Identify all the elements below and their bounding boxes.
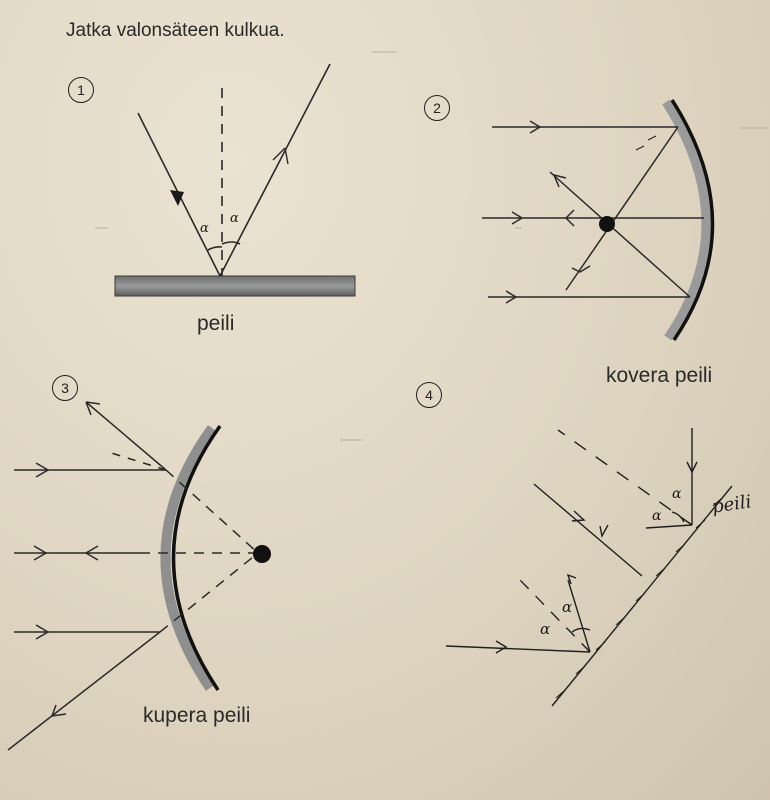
pencil-dash bbox=[647, 135, 657, 141]
arrow-icon bbox=[599, 524, 609, 539]
angle-arc-left bbox=[207, 246, 223, 251]
arrow-icon bbox=[566, 573, 577, 585]
incident-arrow-icon bbox=[170, 190, 184, 206]
arrow-icon bbox=[552, 173, 567, 188]
paper-marks bbox=[95, 51, 768, 441]
reflected-ray-up bbox=[567, 579, 591, 653]
convex-mirror-coating bbox=[160, 425, 217, 691]
plane-mirror-label: peili bbox=[197, 312, 235, 335]
dashed-back-ray bbox=[107, 451, 167, 471]
angle-alpha-right: α bbox=[230, 211, 239, 226]
diagram-2-concave-mirror bbox=[482, 99, 715, 341]
diagram-3-convex-mirror bbox=[7, 401, 271, 751]
angle-arc bbox=[571, 627, 591, 633]
arrow-icon bbox=[511, 211, 524, 225]
reflected-ray bbox=[645, 524, 693, 529]
focal-point bbox=[253, 545, 271, 563]
reflected-ray-top bbox=[565, 126, 679, 291]
arrow-icon bbox=[85, 401, 101, 416]
angle-arc-right bbox=[221, 241, 241, 245]
reflected-ray-bottom bbox=[7, 631, 161, 751]
convex-mirror-label: kupera peili bbox=[143, 704, 251, 727]
angle-arc bbox=[671, 511, 685, 523]
dashed-normal bbox=[519, 579, 591, 653]
arrow-icon bbox=[84, 545, 99, 561]
arrow-icon bbox=[51, 704, 67, 717]
mirror-hatching bbox=[555, 497, 723, 699]
task-number-1: 1 bbox=[68, 77, 94, 103]
arrow-icon bbox=[495, 640, 508, 654]
task-number-2: 2 bbox=[424, 95, 450, 121]
concave-mirror-coating bbox=[662, 99, 711, 341]
arrow-icon bbox=[571, 510, 586, 522]
reflected-ray bbox=[219, 63, 331, 277]
focal-point bbox=[599, 216, 615, 232]
dashed-normal bbox=[557, 429, 693, 526]
arrow-icon bbox=[35, 462, 50, 478]
angle-alpha: α bbox=[540, 620, 550, 638]
convex-mirror-shape bbox=[171, 424, 222, 691]
concave-mirror-shape bbox=[670, 99, 715, 341]
reflected-ray-bottom bbox=[549, 171, 691, 298]
arrow-icon bbox=[571, 265, 591, 273]
arrow-icon bbox=[686, 461, 698, 474]
reflected-arrow-icon bbox=[272, 147, 289, 165]
arrow-icon bbox=[529, 120, 542, 134]
plane-mirror-shape bbox=[114, 275, 356, 297]
angle-alpha: α bbox=[652, 508, 662, 524]
dashed-extension-top bbox=[165, 469, 259, 554]
horizontal-ray bbox=[445, 645, 591, 653]
instruction-text: Jatka valonsäteen kulkua. bbox=[66, 20, 285, 41]
arrow-icon bbox=[505, 290, 518, 304]
concave-mirror-label: kovera peili bbox=[606, 364, 713, 387]
arrow-icon bbox=[35, 624, 50, 640]
arrow-icon bbox=[564, 209, 575, 227]
task-number-4: 4 bbox=[416, 382, 442, 408]
angle-alpha-left: α bbox=[200, 221, 209, 236]
diagram-1-plane-mirror: α α bbox=[114, 63, 356, 297]
dashed-extension-bottom bbox=[159, 552, 259, 633]
reflected-ray-top bbox=[85, 401, 167, 471]
pencil-dash bbox=[635, 145, 645, 151]
diagram-4-tilted-mirror: α α α α bbox=[445, 428, 733, 707]
oblique-ray bbox=[533, 483, 643, 577]
angle-alpha: α bbox=[562, 598, 572, 616]
task-number-3: 3 bbox=[52, 375, 78, 401]
angle-alpha: α bbox=[672, 486, 682, 502]
arrow-icon bbox=[33, 545, 48, 561]
